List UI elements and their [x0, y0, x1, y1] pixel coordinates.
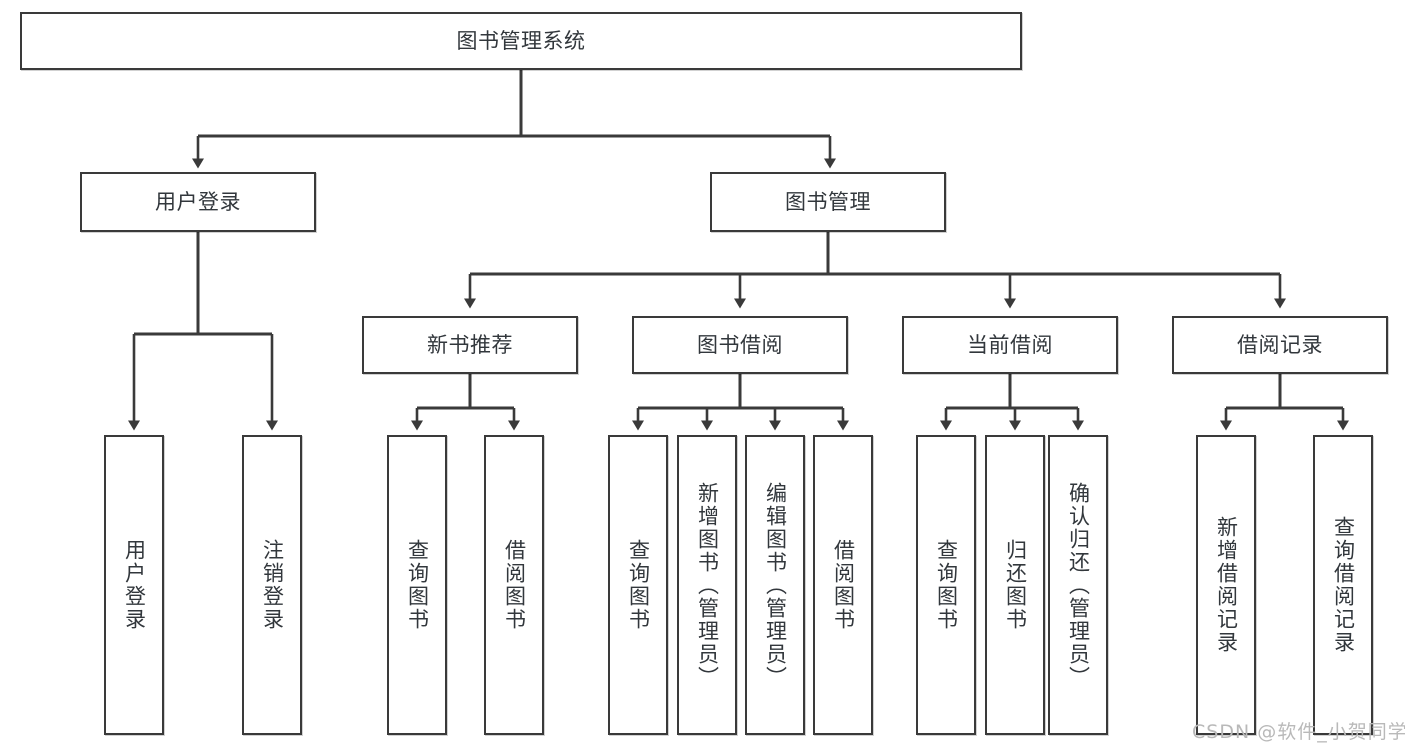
leaf-edit-book-admin-label: 编辑图书（管理员）	[763, 481, 788, 689]
leaf-add-borrow-record-label: 新增借阅记录	[1214, 516, 1239, 654]
node-borrow-record[interactable]: 借阅记录	[1172, 316, 1388, 374]
node-book-management-label: 图书管理	[785, 189, 871, 214]
leaf-confirm-return-admin[interactable]: 确认归还（管理员）	[1048, 435, 1108, 735]
leaf-query-book-current[interactable]: 查询图书	[916, 435, 976, 735]
leaf-query-book-borrow-label: 查询图书	[626, 539, 651, 631]
node-user-login-label: 用户登录	[155, 189, 241, 214]
node-new-book-recommend-label: 新书推荐	[427, 332, 513, 357]
node-current-borrow-label: 当前借阅	[967, 332, 1053, 357]
leaf-borrow-book[interactable]: 借阅图书	[813, 435, 873, 735]
leaf-add-borrow-record[interactable]: 新增借阅记录	[1196, 435, 1256, 735]
leaf-query-borrow-record[interactable]: 查询借阅记录	[1313, 435, 1373, 735]
leaf-user-login-label: 用户登录	[122, 539, 147, 631]
leaf-user-login[interactable]: 用户登录	[104, 435, 164, 735]
leaf-confirm-return-admin-label: 确认归还（管理员）	[1066, 481, 1091, 689]
leaf-query-book-newbook-label: 查询图书	[405, 539, 430, 631]
leaf-logout[interactable]: 注销登录	[242, 435, 302, 735]
leaf-query-book-newbook[interactable]: 查询图书	[387, 435, 447, 735]
leaf-query-book-borrow[interactable]: 查询图书	[608, 435, 668, 735]
node-current-borrow[interactable]: 当前借阅	[902, 316, 1118, 374]
leaf-add-book-admin-label: 新增图书（管理员）	[695, 481, 720, 689]
leaf-borrow-book-newbook[interactable]: 借阅图书	[484, 435, 544, 735]
node-borrow-record-label: 借阅记录	[1237, 332, 1323, 357]
node-book-management[interactable]: 图书管理	[710, 172, 946, 232]
leaf-borrow-book-newbook-label: 借阅图书	[502, 539, 527, 631]
leaf-borrow-book-label: 借阅图书	[831, 539, 856, 631]
node-new-book-recommend[interactable]: 新书推荐	[362, 316, 578, 374]
leaf-edit-book-admin[interactable]: 编辑图书（管理员）	[745, 435, 805, 735]
node-book-borrow-label: 图书借阅	[697, 332, 783, 357]
leaf-return-book[interactable]: 归还图书	[985, 435, 1045, 735]
node-user-login[interactable]: 用户登录	[80, 172, 316, 232]
leaf-query-book-current-label: 查询图书	[934, 539, 959, 631]
node-root[interactable]: 图书管理系统	[20, 12, 1022, 70]
leaf-return-book-label: 归还图书	[1003, 539, 1028, 631]
leaf-add-book-admin[interactable]: 新增图书（管理员）	[677, 435, 737, 735]
leaf-logout-label: 注销登录	[260, 539, 285, 631]
leaf-query-borrow-record-label: 查询借阅记录	[1331, 516, 1356, 654]
node-book-borrow[interactable]: 图书借阅	[632, 316, 848, 374]
node-root-label: 图书管理系统	[456, 28, 586, 53]
